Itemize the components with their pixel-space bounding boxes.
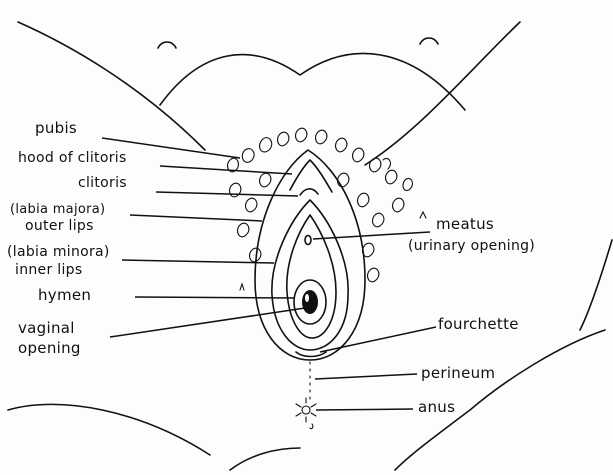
leader-clitoris bbox=[156, 192, 298, 196]
label-fourchette: fourchette bbox=[438, 316, 519, 333]
leader-anus bbox=[316, 409, 413, 410]
lower-left-buttock bbox=[8, 404, 210, 455]
vestibule-outline bbox=[287, 215, 336, 338]
right-edge-line bbox=[580, 240, 612, 330]
label-hood-of-clitoris: hood of clitoris bbox=[18, 150, 127, 167]
leader-vaginal-opening bbox=[110, 308, 305, 337]
anus-mark bbox=[296, 398, 316, 429]
leader-outer-lips bbox=[130, 215, 262, 221]
urethral-meatus bbox=[305, 236, 311, 245]
left-nub bbox=[158, 42, 176, 48]
label-perineum: perineum bbox=[421, 365, 495, 382]
belly-curve bbox=[160, 53, 465, 110]
bottom-left-line bbox=[230, 448, 300, 470]
leader-hood bbox=[160, 166, 292, 174]
label-labia-minora: (labia minora) bbox=[7, 244, 110, 261]
label-pubis: pubis bbox=[35, 120, 77, 137]
label-opening: opening bbox=[18, 340, 81, 357]
label-outer-lips: outer lips bbox=[25, 218, 94, 235]
labia-minora-outline bbox=[272, 200, 348, 350]
leader-fourchette bbox=[320, 327, 436, 352]
label-anus: anus bbox=[418, 399, 455, 416]
label-labia-majora: (labia majora) bbox=[10, 201, 105, 218]
pubic-hair bbox=[228, 128, 426, 290]
clitoris bbox=[300, 189, 318, 195]
label-inner-lips: inner lips bbox=[15, 262, 82, 279]
leader-perineum bbox=[315, 374, 417, 379]
right-thigh-contour bbox=[365, 22, 520, 165]
fourchette-curve bbox=[296, 352, 326, 357]
label-hymen: hymen bbox=[38, 287, 91, 304]
right-nub bbox=[420, 38, 438, 44]
vaginal-opening bbox=[302, 290, 318, 314]
label-urinary-opening: (urinary opening) bbox=[408, 238, 535, 255]
label-vaginal: vaginal bbox=[18, 320, 75, 337]
label-meatus: meatus bbox=[436, 216, 494, 233]
leader-hymen bbox=[135, 297, 294, 298]
vaginal-highlight bbox=[305, 294, 309, 302]
label-clitoris: clitoris bbox=[78, 175, 127, 192]
